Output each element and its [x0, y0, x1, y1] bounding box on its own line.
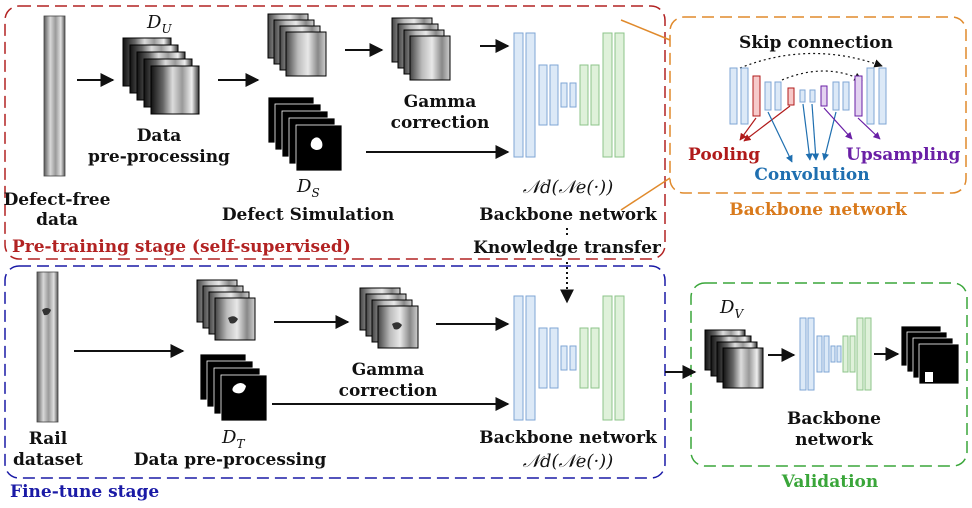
pretrain-backbone-label: Backbone network — [479, 205, 658, 225]
gamma-label-2: correction — [391, 113, 490, 133]
rail-dataset-image — [36, 271, 59, 423]
defect-free-rail-image — [43, 15, 66, 177]
ft-backbone-label: Backbone network — [479, 428, 658, 448]
defect-free-label-1: Defect-free — [4, 190, 111, 210]
ft-gamma-label-1: Gamma — [352, 360, 425, 380]
pooling-label: Pooling — [688, 145, 760, 165]
du-symbol: DU — [146, 12, 172, 36]
validation-backbone — [799, 317, 872, 391]
dv-symbol: DV — [719, 297, 744, 321]
upsampling-label: Upsampling — [846, 145, 960, 165]
rail-label-1: Rail — [29, 429, 68, 449]
gamma-image-stack — [391, 17, 451, 81]
preproc-label-2: pre-processing — [88, 147, 230, 167]
preproc-label-1: Data — [137, 126, 182, 146]
finetune-image-stack — [196, 279, 256, 341]
pooling-arrow-2 — [743, 105, 791, 142]
finetune-stage-label: Fine-tune stage — [10, 482, 159, 502]
defect-free-label-2: data — [36, 210, 78, 230]
conv-arrow-4 — [822, 111, 837, 161]
convolution-label: Convolution — [754, 165, 869, 185]
du-image-stack — [122, 37, 200, 115]
upsampling-arrow-2 — [857, 117, 881, 140]
gamma-label-1: Gamma — [404, 92, 477, 112]
conv-arrow-1 — [767, 111, 793, 163]
detail-connector-top — [620, 19, 671, 41]
knowledge-transfer-label: Knowledge transfer — [473, 238, 662, 258]
validation-backbone-label-2: network — [795, 430, 874, 450]
dt-symbol: DT — [221, 427, 245, 451]
ft-gamma-label-2: correction — [339, 381, 438, 401]
ft-gamma-stack — [359, 287, 419, 349]
dv-image-stack — [704, 329, 764, 389]
validation-stage-label: Validation — [781, 472, 878, 492]
pooling-arrow-1 — [739, 117, 757, 141]
ft-formula: 𝒩d(𝒩e(·)) — [523, 451, 613, 472]
ds-mask-stack — [267, 96, 343, 172]
simulated-image-stack — [267, 13, 327, 77]
skip-connection-label: Skip connection — [739, 33, 893, 53]
dt-mask-stack — [199, 353, 268, 422]
validation-backbone-label-1: Backbone — [787, 409, 881, 429]
conv-arrow-2 — [802, 103, 813, 161]
skip-arrow-inner — [781, 70, 863, 81]
pretrain-stage-label: Pre-training stage (self-supervised) — [12, 237, 351, 257]
output-mask-stack — [900, 325, 960, 385]
rail-label-2: dataset — [13, 450, 83, 470]
skip-arrow-outer — [739, 52, 883, 69]
defect-sim-label: Defect Simulation — [222, 205, 394, 225]
conv-arrow-3 — [811, 103, 820, 161]
backbone-detail-region — [669, 16, 967, 194]
ft-preproc-label: Data pre-processing — [134, 450, 327, 470]
pretrain-formula: 𝒩d(𝒩e(·)) — [523, 177, 613, 198]
upsampling-arrow-1 — [823, 107, 853, 140]
detail-unet — [729, 67, 887, 125]
backbone-finetune — [513, 295, 625, 421]
backbone-detail-caption: Backbone network — [729, 200, 908, 220]
backbone-pretrain — [513, 32, 625, 158]
pretrain-region — [4, 5, 666, 260]
detail-connector-bottom — [620, 177, 671, 211]
ds-symbol: DS — [296, 176, 320, 200]
